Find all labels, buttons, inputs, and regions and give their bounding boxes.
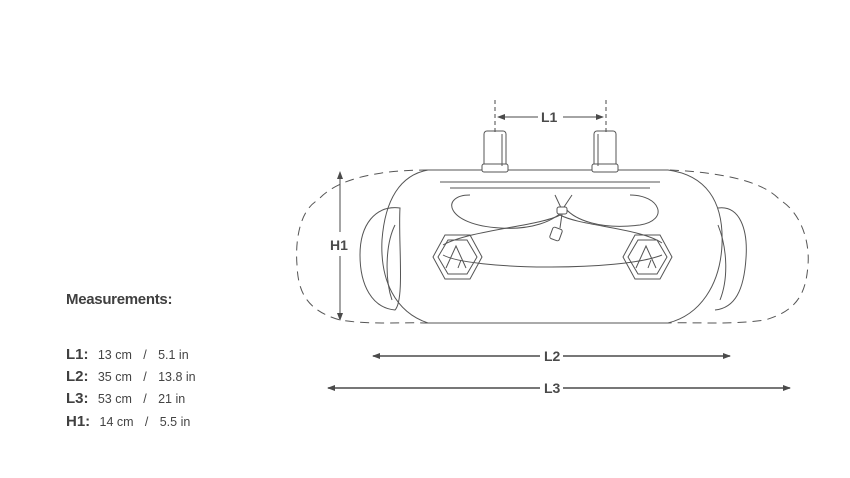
measurement-imperial: 13.8 in (158, 370, 196, 384)
measurement-key: L2: (66, 368, 89, 385)
measurement-separator: / (144, 415, 149, 429)
dimension-label-h1: H1 (330, 237, 348, 253)
measurement-imperial: 5.5 in (159, 415, 191, 429)
measurement-separator: / (143, 370, 147, 384)
dimension-l1 (494, 100, 607, 132)
expanded-outline (296, 169, 809, 324)
measurement-imperial: 21 in (158, 392, 186, 406)
measurements-title: Measurements: (66, 291, 173, 308)
measurement-imperial: 5.1 in (158, 348, 189, 362)
dimension-label-l1: L1 (541, 109, 558, 125)
measurement-metric: 53 cm (97, 392, 132, 406)
measurement-metric: 35 cm (97, 370, 132, 384)
cord-lock-icon (549, 206, 568, 242)
measurement-row-l3: L3: 53 cm / 21 in (66, 390, 185, 407)
logo-patch-right (622, 234, 673, 280)
measurement-key: H1: (66, 413, 91, 430)
measurement-row-h1: H1: 14 cm / 5.5 in (66, 413, 190, 430)
measurement-key: L1: (66, 346, 89, 363)
measurement-metric: 14 cm (99, 415, 134, 429)
measurement-metric: 13 cm (97, 348, 132, 362)
measurement-key: L3: (66, 390, 89, 407)
mount-strap-right (591, 130, 619, 173)
measurement-separator: / (143, 392, 147, 406)
mount-strap-left (481, 130, 509, 173)
dimension-label-l2: L2 (544, 348, 561, 364)
measurement-separator: / (143, 348, 147, 362)
dimension-label-l3: L3 (544, 380, 561, 396)
measurement-row-l1: L1: 13 cm / 5.1 in (66, 346, 189, 363)
logo-patch-left (432, 234, 483, 280)
measurement-row-l2: L2: 35 cm / 13.8 in (66, 368, 196, 385)
bag-body (359, 169, 747, 324)
